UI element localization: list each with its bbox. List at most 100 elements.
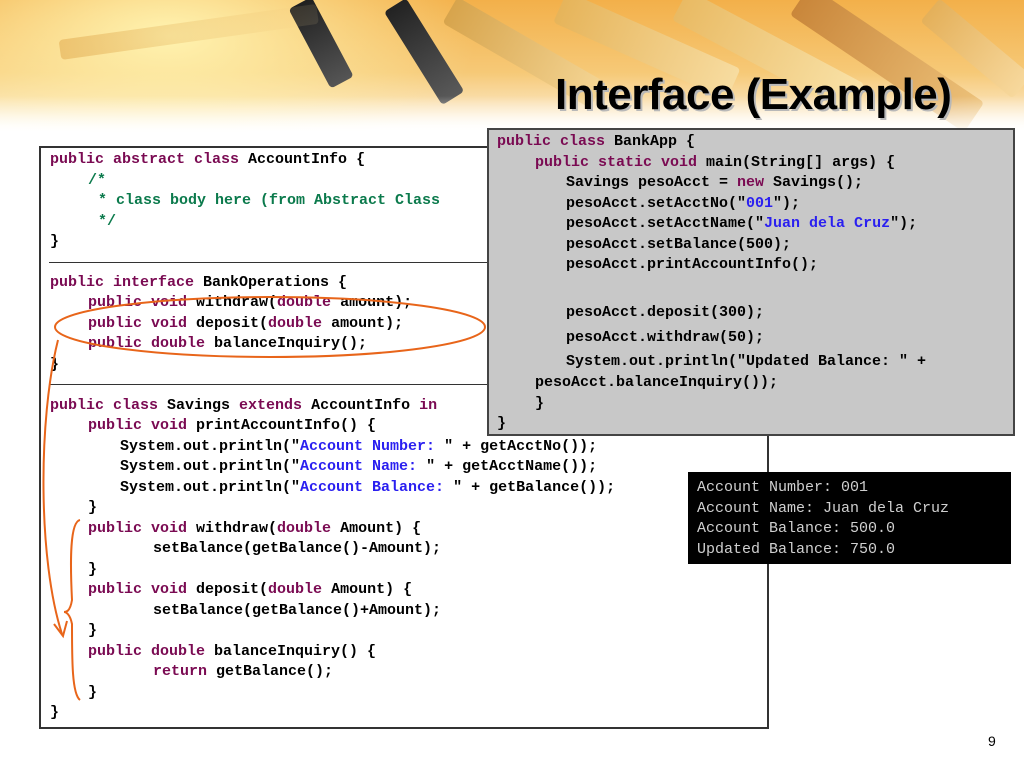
code-text: Savings(); bbox=[773, 174, 864, 191]
code-line-interface: public interface BankOperations { bbox=[50, 273, 347, 293]
code-brace-close: } bbox=[50, 704, 60, 721]
code-line-interface-balance: public double balanceInquiry(); bbox=[88, 334, 367, 354]
code-line-println-cont: pesoAcct.balanceInquiry()); bbox=[535, 374, 779, 391]
code-line-interface-withdraw: public void withdraw(double amount); bbox=[88, 293, 412, 313]
code-line-println: System.out.println("Account Number: " + … bbox=[120, 437, 597, 457]
code-text: amount); bbox=[340, 294, 413, 311]
code-line-println: System.out.println("Account Name: " + ge… bbox=[120, 457, 597, 477]
code-comment-body: * class body here (from Abstract Class bbox=[98, 192, 441, 209]
code-line-deposit-body: setBalance(getBalance()+Amount); bbox=[153, 602, 442, 619]
code-text: System.out.println(" bbox=[120, 458, 301, 475]
code-text: balanceInquiry(); bbox=[214, 335, 368, 352]
code-keyword: public bbox=[88, 520, 152, 537]
code-string: Account Balance: bbox=[300, 479, 454, 496]
console-line: Updated Balance: 750.0 bbox=[697, 541, 896, 558]
code-keyword: in bbox=[419, 397, 438, 414]
code-comment-open: /* bbox=[88, 172, 107, 189]
code-keyword: public bbox=[88, 417, 152, 434]
code-line-withdraw-call: pesoAcct.withdraw(50); bbox=[566, 329, 765, 346]
code-text: "); bbox=[890, 215, 918, 232]
code-keyword: double bbox=[277, 294, 341, 311]
code-text: System.out.println(" bbox=[120, 438, 301, 455]
code-keyword: public bbox=[88, 294, 152, 311]
code-keyword: return bbox=[153, 663, 217, 680]
code-keyword: public bbox=[88, 315, 152, 332]
code-text: deposit( bbox=[196, 581, 269, 598]
code-string: Juan dela Cruz bbox=[764, 215, 891, 232]
code-keyword: void bbox=[151, 581, 197, 598]
code-keyword: void bbox=[151, 315, 197, 332]
code-line-print-info-call: pesoAcct.printAccountInfo(); bbox=[566, 256, 819, 273]
code-keyword: public bbox=[88, 643, 152, 660]
code-brace-close: } bbox=[535, 395, 545, 412]
code-keyword: class bbox=[560, 133, 615, 150]
code-text: " + getBalance()); bbox=[453, 479, 616, 496]
code-text: printAccountInfo() { bbox=[196, 417, 377, 434]
code-text: withdraw( bbox=[196, 520, 278, 537]
code-brace-close: } bbox=[50, 356, 60, 373]
code-text: AccountInfo { bbox=[248, 151, 366, 168]
code-line-abstract-class: public abstract class AccountInfo { bbox=[50, 150, 365, 170]
code-brace-close: } bbox=[88, 561, 98, 578]
code-text: withdraw( bbox=[196, 294, 278, 311]
code-line-deposit-method: public void deposit(double Amount) { bbox=[88, 580, 412, 600]
code-keyword: public abstract class bbox=[50, 151, 249, 168]
code-keyword: class bbox=[113, 397, 168, 414]
code-string: Account Number: bbox=[300, 438, 445, 455]
code-text: System.out.println(" bbox=[120, 479, 301, 496]
code-panel-bankapp: public class BankApp { public static voi… bbox=[487, 128, 1015, 436]
code-keyword: public bbox=[535, 154, 599, 171]
code-line-withdraw-body: setBalance(getBalance()-Amount); bbox=[153, 540, 442, 557]
code-line-deposit-call: pesoAcct.deposit(300); bbox=[566, 304, 765, 321]
code-line-main: public static void main(String[] args) { bbox=[535, 153, 895, 173]
code-line-println: System.out.println("Updated Balance: " + bbox=[566, 353, 927, 370]
code-keyword: void bbox=[151, 294, 197, 311]
code-line-interface-deposit: public void deposit(double amount); bbox=[88, 314, 403, 334]
code-keyword: double bbox=[151, 335, 215, 352]
code-string: Account Name: bbox=[300, 458, 427, 475]
code-text: "); bbox=[773, 195, 801, 212]
code-text: getBalance(); bbox=[216, 663, 334, 680]
code-keyword: double bbox=[268, 581, 332, 598]
page-number: 9 bbox=[988, 733, 996, 749]
code-text: Savings bbox=[167, 397, 240, 414]
code-line-savings-class: public class Savings extends AccountInfo… bbox=[50, 396, 437, 416]
console-line: Account Name: Juan dela Cruz bbox=[697, 500, 950, 517]
banner-fade bbox=[0, 96, 1024, 132]
code-line-bankapp-class: public class BankApp { bbox=[497, 132, 695, 152]
code-text: " + getAcctName()); bbox=[426, 458, 598, 475]
code-text: Amount) { bbox=[340, 520, 422, 537]
code-keyword: public bbox=[50, 397, 114, 414]
code-text: BankApp { bbox=[614, 133, 696, 150]
code-text: Amount) { bbox=[331, 581, 413, 598]
header-banner bbox=[0, 0, 1024, 132]
slide-title: Interface (Example) bbox=[555, 70, 952, 119]
code-keyword: void bbox=[661, 154, 707, 171]
code-line-set-balance: pesoAcct.setBalance(500); bbox=[566, 236, 792, 253]
code-keyword: public bbox=[50, 274, 114, 291]
code-keyword: extends bbox=[239, 397, 312, 414]
code-line-withdraw-method: public void withdraw(double Amount) { bbox=[88, 519, 421, 539]
code-comment-close: */ bbox=[98, 213, 117, 230]
code-line-return: return getBalance(); bbox=[153, 662, 333, 682]
code-keyword: static bbox=[598, 154, 662, 171]
code-text: " + getAcctNo()); bbox=[444, 438, 598, 455]
code-brace-close: } bbox=[88, 684, 98, 701]
code-brace-close: } bbox=[88, 499, 98, 516]
code-keyword: public bbox=[497, 133, 561, 150]
console-output: Account Number: 001 Account Name: Juan d… bbox=[688, 472, 1011, 564]
code-line-set-no: pesoAcct.setAcctNo("001"); bbox=[566, 194, 800, 214]
code-text: AccountInfo bbox=[311, 397, 420, 414]
code-keyword: double bbox=[277, 520, 341, 537]
code-keyword: void bbox=[151, 417, 197, 434]
code-text: Savings pesoAcct = bbox=[566, 174, 738, 191]
code-text: main(String[] args) { bbox=[706, 154, 896, 171]
code-text: pesoAcct.setAcctName(" bbox=[566, 215, 765, 232]
code-text: balanceInquiry() { bbox=[214, 643, 377, 660]
code-text: BankOperations { bbox=[203, 274, 348, 291]
code-string: 001 bbox=[746, 195, 774, 212]
code-keyword: double bbox=[268, 315, 332, 332]
code-text: pesoAcct.setAcctNo(" bbox=[566, 195, 747, 212]
code-keyword: new bbox=[737, 174, 774, 191]
section-divider bbox=[49, 384, 757, 385]
